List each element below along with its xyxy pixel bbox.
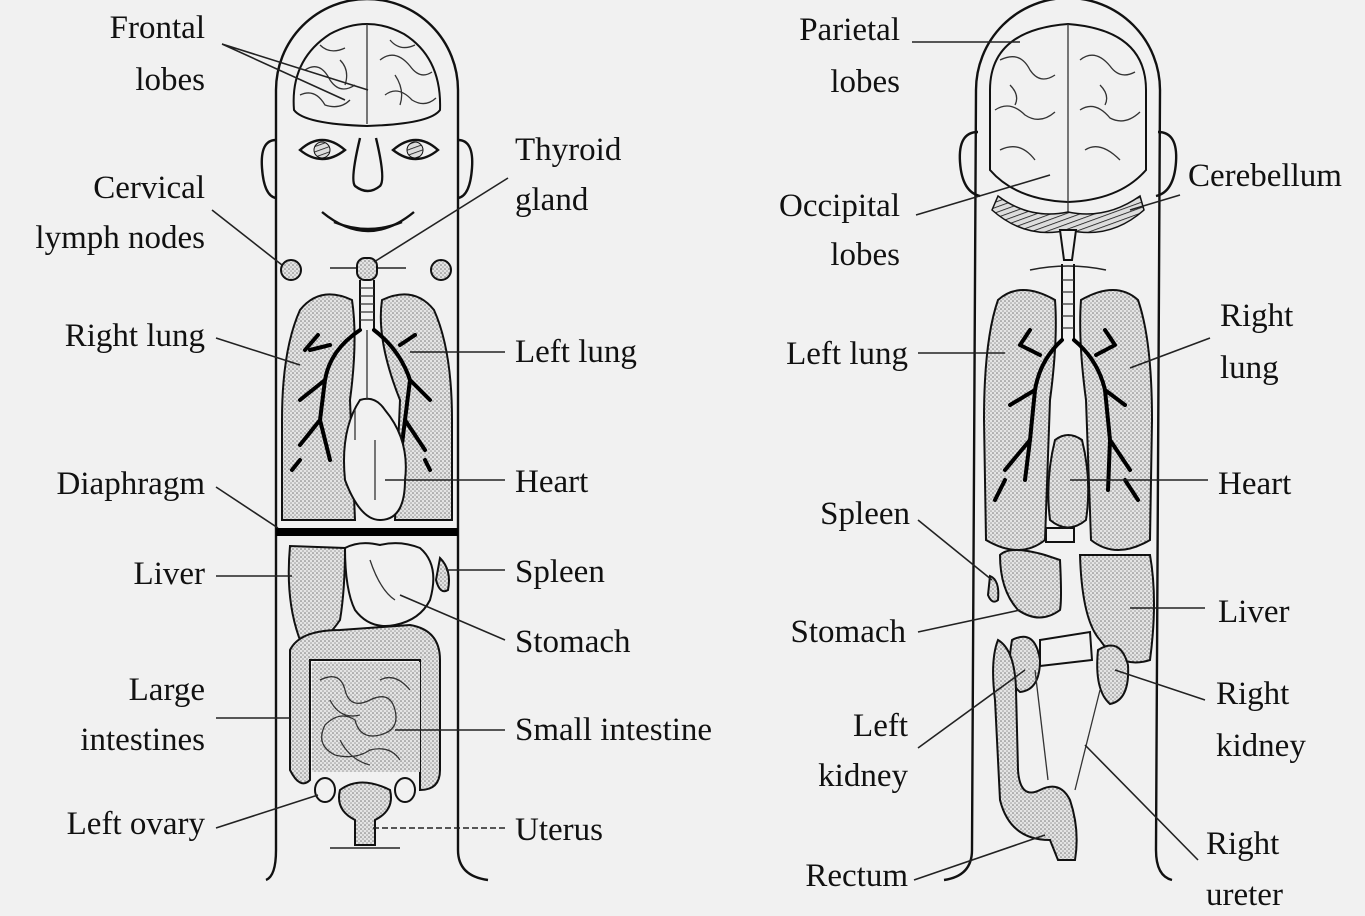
label-large-intestines-1: Large (129, 672, 205, 708)
label-front-left-lung: Left lung (515, 334, 637, 370)
label-back-stomach: Stomach (791, 614, 907, 650)
label-back-spleen: Spleen (820, 496, 910, 532)
back-figure (944, 0, 1176, 880)
label-large-intestines-2: intestines (80, 722, 205, 758)
label-diaphragm: Diaphragm (57, 466, 206, 502)
front-diaphragm (276, 528, 458, 536)
label-parietal-lobes-1: Parietal (799, 12, 900, 48)
label-back-left-lung: Left lung (786, 336, 908, 372)
label-rectum: Rectum (805, 858, 908, 894)
label-frontal-lobes-2: lobes (135, 62, 205, 98)
front-figure (262, 0, 488, 880)
label-cervical-lymph-1: Cervical (93, 170, 205, 206)
label-uterus: Uterus (515, 812, 603, 848)
label-thyroid-1: Thyroid (515, 132, 622, 168)
label-cerebellum: Cerebellum (1188, 158, 1342, 194)
front-right-ear (458, 140, 472, 198)
back-right-kidney (1097, 645, 1128, 704)
back-stomach (1000, 550, 1061, 618)
label-back-liver: Liver (1218, 594, 1289, 630)
label-front-heart: Heart (515, 464, 588, 500)
label-back-right-lung-2: lung (1220, 350, 1279, 386)
back-left-ear (960, 132, 980, 196)
front-uterus (339, 783, 391, 846)
front-stomach (345, 543, 433, 626)
label-right-ureter-1: Right (1206, 826, 1279, 862)
front-spleen (436, 558, 449, 591)
back-heart (1048, 435, 1088, 528)
back-brain (990, 24, 1146, 260)
label-occipital-lobes-2: lobes (830, 237, 900, 273)
label-front-liver: Liver (134, 556, 205, 592)
label-front-stomach: Stomach (515, 624, 631, 660)
label-left-kidney-2: kidney (818, 758, 908, 794)
label-left-kidney-1: Left (853, 708, 908, 744)
front-right-ovary (395, 778, 415, 802)
label-right-ureter-2: ureter (1206, 877, 1283, 913)
back-spleen (988, 576, 998, 602)
back-adrenal (1040, 632, 1092, 666)
front-right-lung (282, 294, 355, 520)
label-right-kidney-2: kidney (1216, 728, 1306, 764)
back-left-lung (984, 290, 1056, 550)
front-cervical-lymph-node-left (431, 260, 451, 280)
label-right-kidney-1: Right (1216, 676, 1289, 712)
front-left-ovary (315, 778, 335, 802)
label-parietal-lobes-2: lobes (830, 64, 900, 100)
label-back-right-lung-1: Right (1220, 298, 1293, 334)
label-cervical-lymph-2: lymph nodes (35, 220, 205, 256)
front-left-ear (262, 140, 276, 198)
back-diaphragm-segment (1046, 528, 1074, 542)
front-cervical-lymph-node-right (281, 260, 301, 280)
front-face (300, 138, 438, 231)
label-thyroid-2: gland (515, 182, 589, 218)
front-small-intestine (312, 662, 420, 772)
label-occipital-lobes-1: Occipital (779, 188, 900, 224)
back-left-ureter (1035, 670, 1048, 780)
back-right-lung (1080, 290, 1152, 550)
label-front-right-lung: Right lung (65, 318, 205, 354)
back-neck-line (1030, 266, 1106, 270)
label-frontal-lobes-1: Frontal (110, 10, 205, 46)
label-front-spleen: Spleen (515, 554, 605, 590)
label-back-heart: Heart (1218, 466, 1291, 502)
front-liver (289, 546, 345, 643)
front-brain (294, 24, 440, 126)
back-brainstem (1060, 230, 1076, 260)
back-right-ureter (1075, 690, 1100, 790)
label-small-intestine: Small intestine (515, 712, 712, 748)
label-left-ovary: Left ovary (67, 806, 206, 842)
